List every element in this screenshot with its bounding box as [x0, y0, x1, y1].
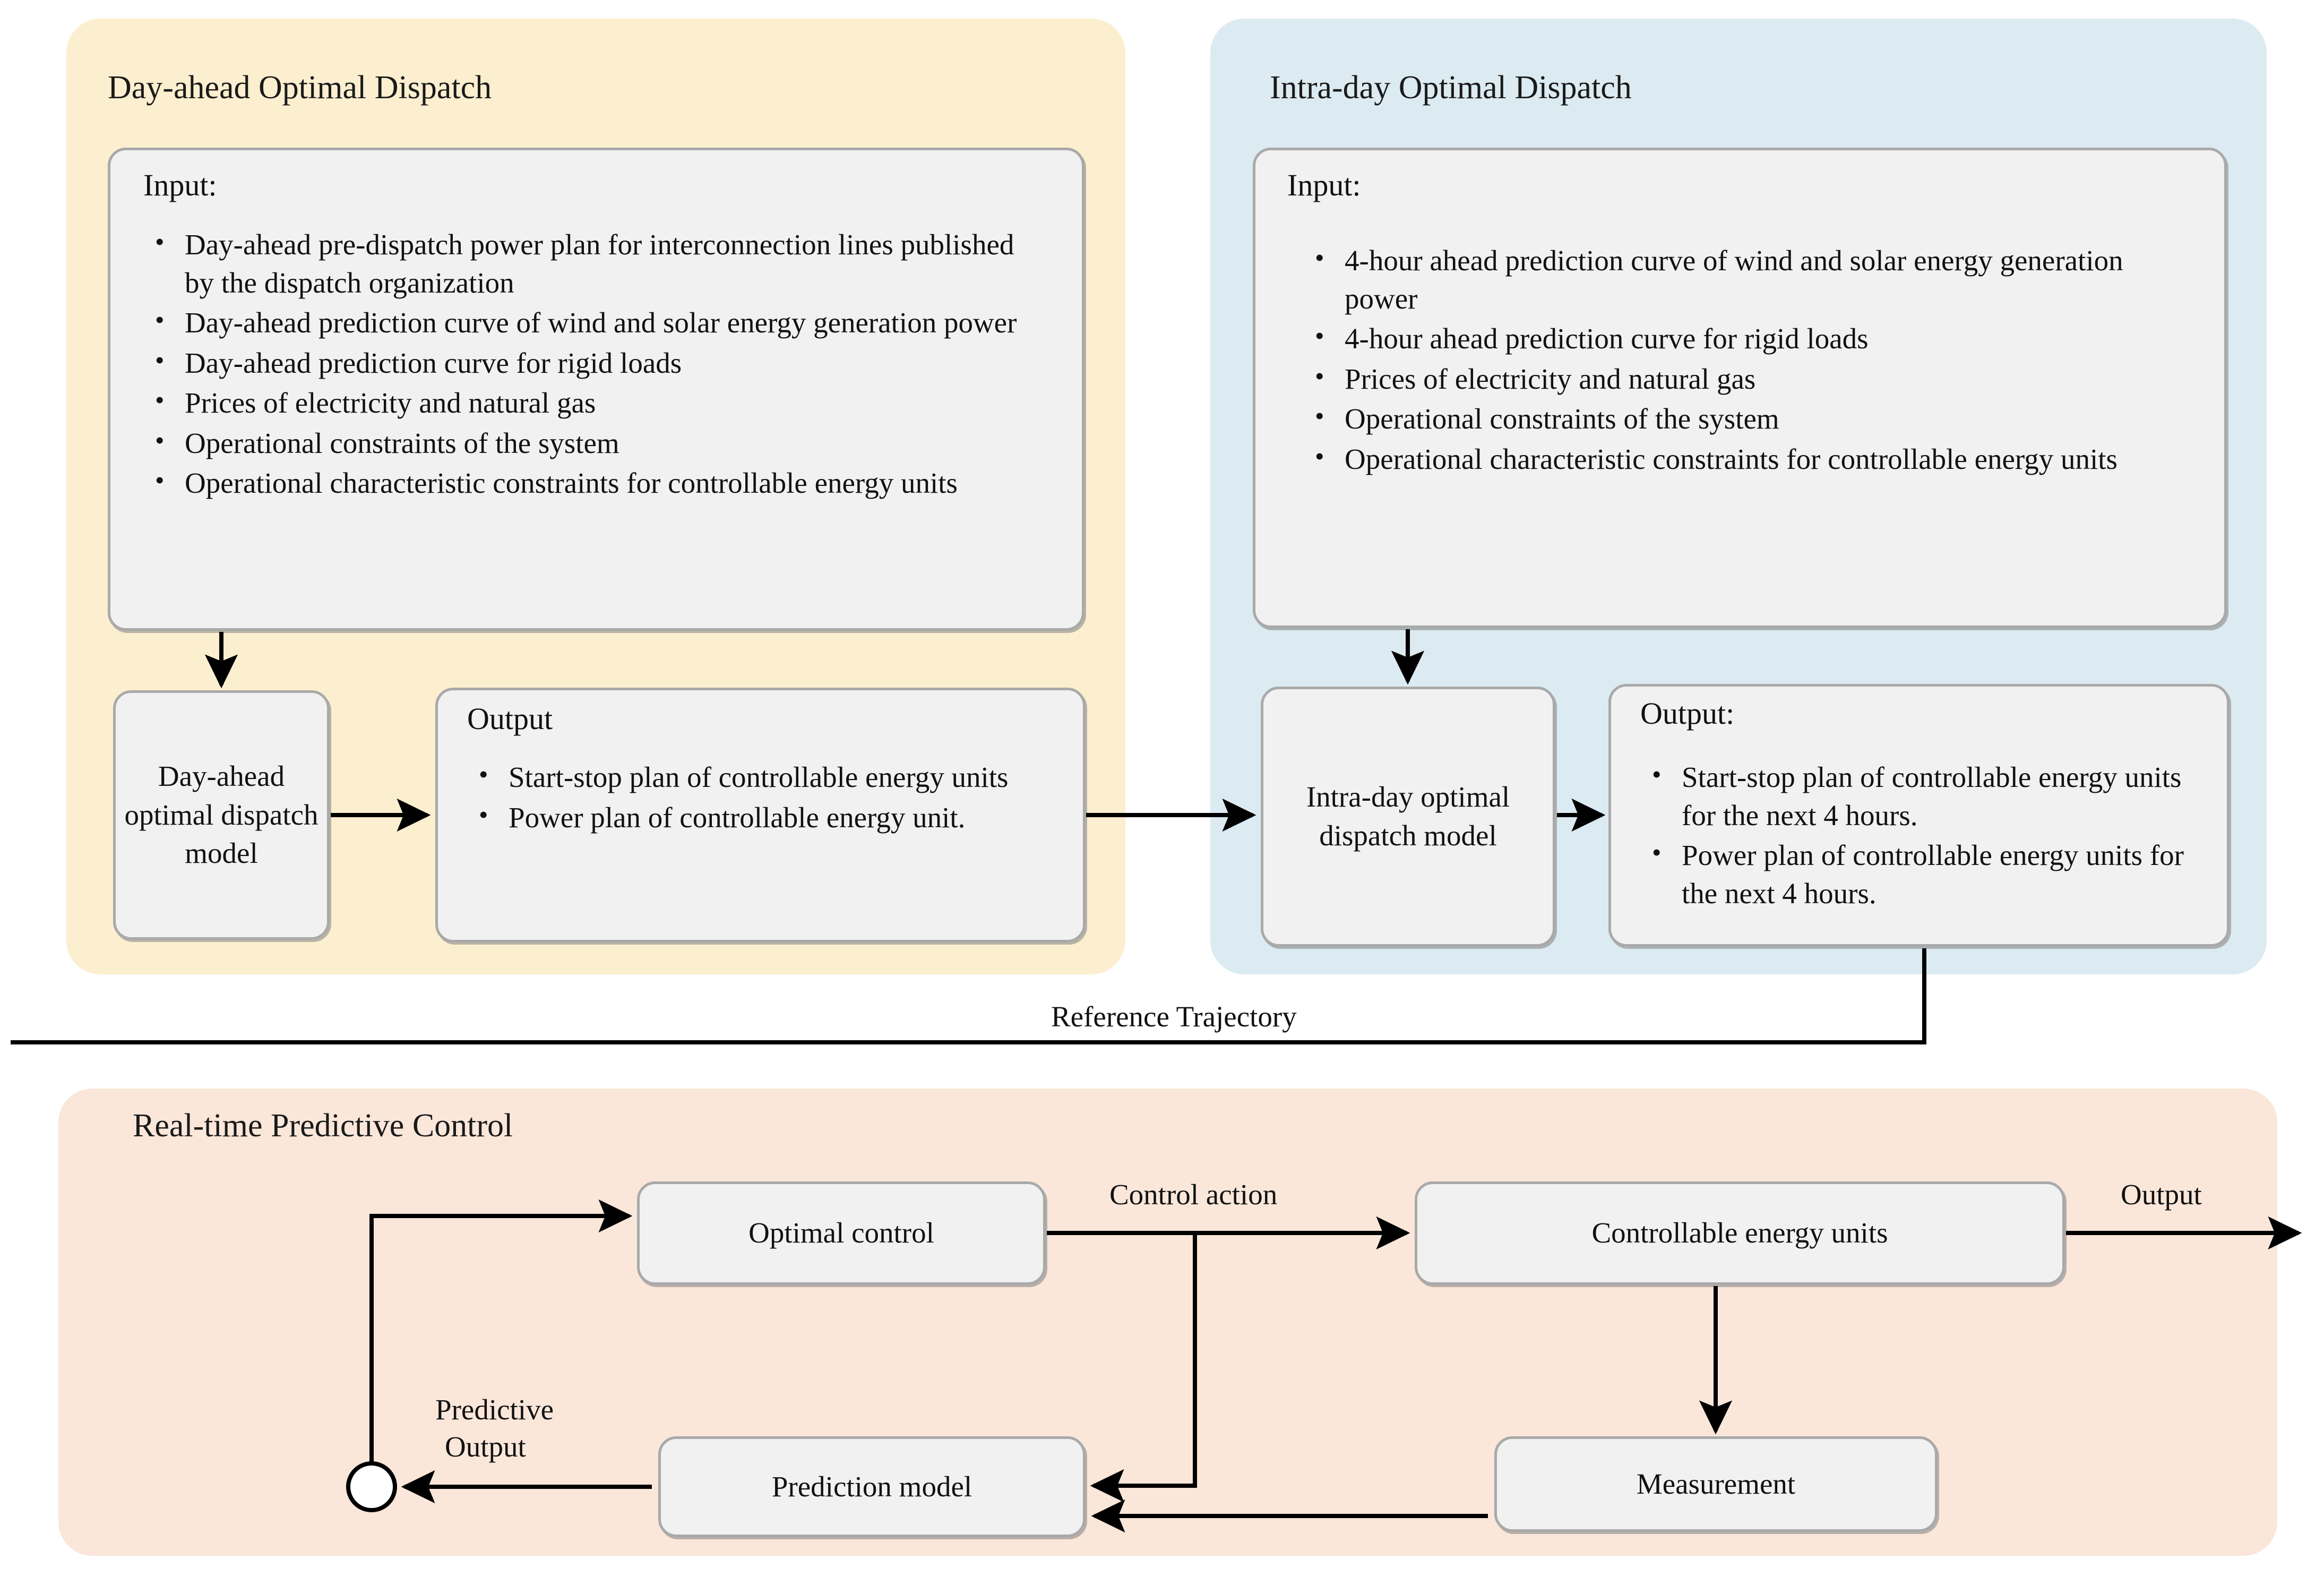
- list-item: Day-ahead prediction curve of wind and s…: [143, 303, 1046, 342]
- list-item: Prices of electricity and natural gas: [1303, 359, 2184, 398]
- list-item: Operational constraints of the system: [143, 423, 1046, 462]
- predictive-output-label-line2: Output: [445, 1430, 526, 1463]
- panel-intra-day-title: Intra-day Optimal Dispatch: [1270, 70, 1632, 106]
- predictive-output-label-line1: Predictive: [435, 1393, 554, 1426]
- panel-day-ahead-title: Day-ahead Optimal Dispatch: [108, 70, 492, 106]
- list-item: 4-hour ahead prediction curve of wind an…: [1303, 241, 2184, 318]
- prediction-model-node: Prediction model: [658, 1436, 1086, 1537]
- list-item: Operational characteristic constraints f…: [1303, 439, 2184, 478]
- day-ahead-input-list: Day-ahead pre-dispatch power plan for in…: [143, 225, 1046, 504]
- list-item: Start-stop plan of controllable energy u…: [467, 757, 1067, 796]
- intra-day-output-heading: Output:: [1640, 696, 1735, 731]
- control-action-label: Control action: [1109, 1178, 1278, 1211]
- intra-day-model-node: Intra-day optimal dispatch model: [1261, 687, 1555, 947]
- list-item: Operational characteristic constraints f…: [143, 463, 1046, 502]
- panel-realtime-title: Real-time Predictive Control: [133, 1108, 513, 1144]
- intra-day-output-list: Start-stop plan of controllable energy u…: [1640, 757, 2219, 914]
- list-item: Day-ahead pre-dispatch power plan for in…: [143, 225, 1046, 302]
- list-item: Start-stop plan of controllable energy u…: [1640, 757, 2219, 834]
- controllable-energy-units-node: Controllable energy units: [1415, 1181, 2065, 1285]
- list-item: 4-hour ahead prediction curve for rigid …: [1303, 319, 2184, 358]
- day-ahead-input-heading: Input:: [143, 168, 217, 202]
- reference-trajectory-label: Reference Trajectory: [1051, 1000, 1297, 1033]
- intra-day-input-list: 4-hour ahead prediction curve of wind an…: [1303, 241, 2184, 480]
- day-ahead-output-heading: Output: [467, 701, 553, 736]
- list-item: Prices of electricity and natural gas: [143, 383, 1046, 422]
- list-item: Power plan of controllable energy unit.: [467, 798, 1067, 837]
- intra-day-input-heading: Input:: [1287, 168, 1361, 202]
- panel-realtime-predictive-control: [58, 1089, 2277, 1556]
- list-item: Day-ahead prediction curve for rigid loa…: [143, 343, 1046, 382]
- day-ahead-output-list: Start-stop plan of controllable energy u…: [467, 757, 1067, 838]
- measurement-node: Measurement: [1494, 1436, 1938, 1532]
- day-ahead-model-node: Day-ahead optimal dispatch model: [113, 690, 330, 940]
- output-label: Output: [2121, 1178, 2202, 1211]
- list-item: Operational constraints of the system: [1303, 399, 2184, 438]
- optimal-control-node: Optimal control: [637, 1181, 1046, 1285]
- list-item: Power plan of controllable energy units …: [1640, 835, 2219, 912]
